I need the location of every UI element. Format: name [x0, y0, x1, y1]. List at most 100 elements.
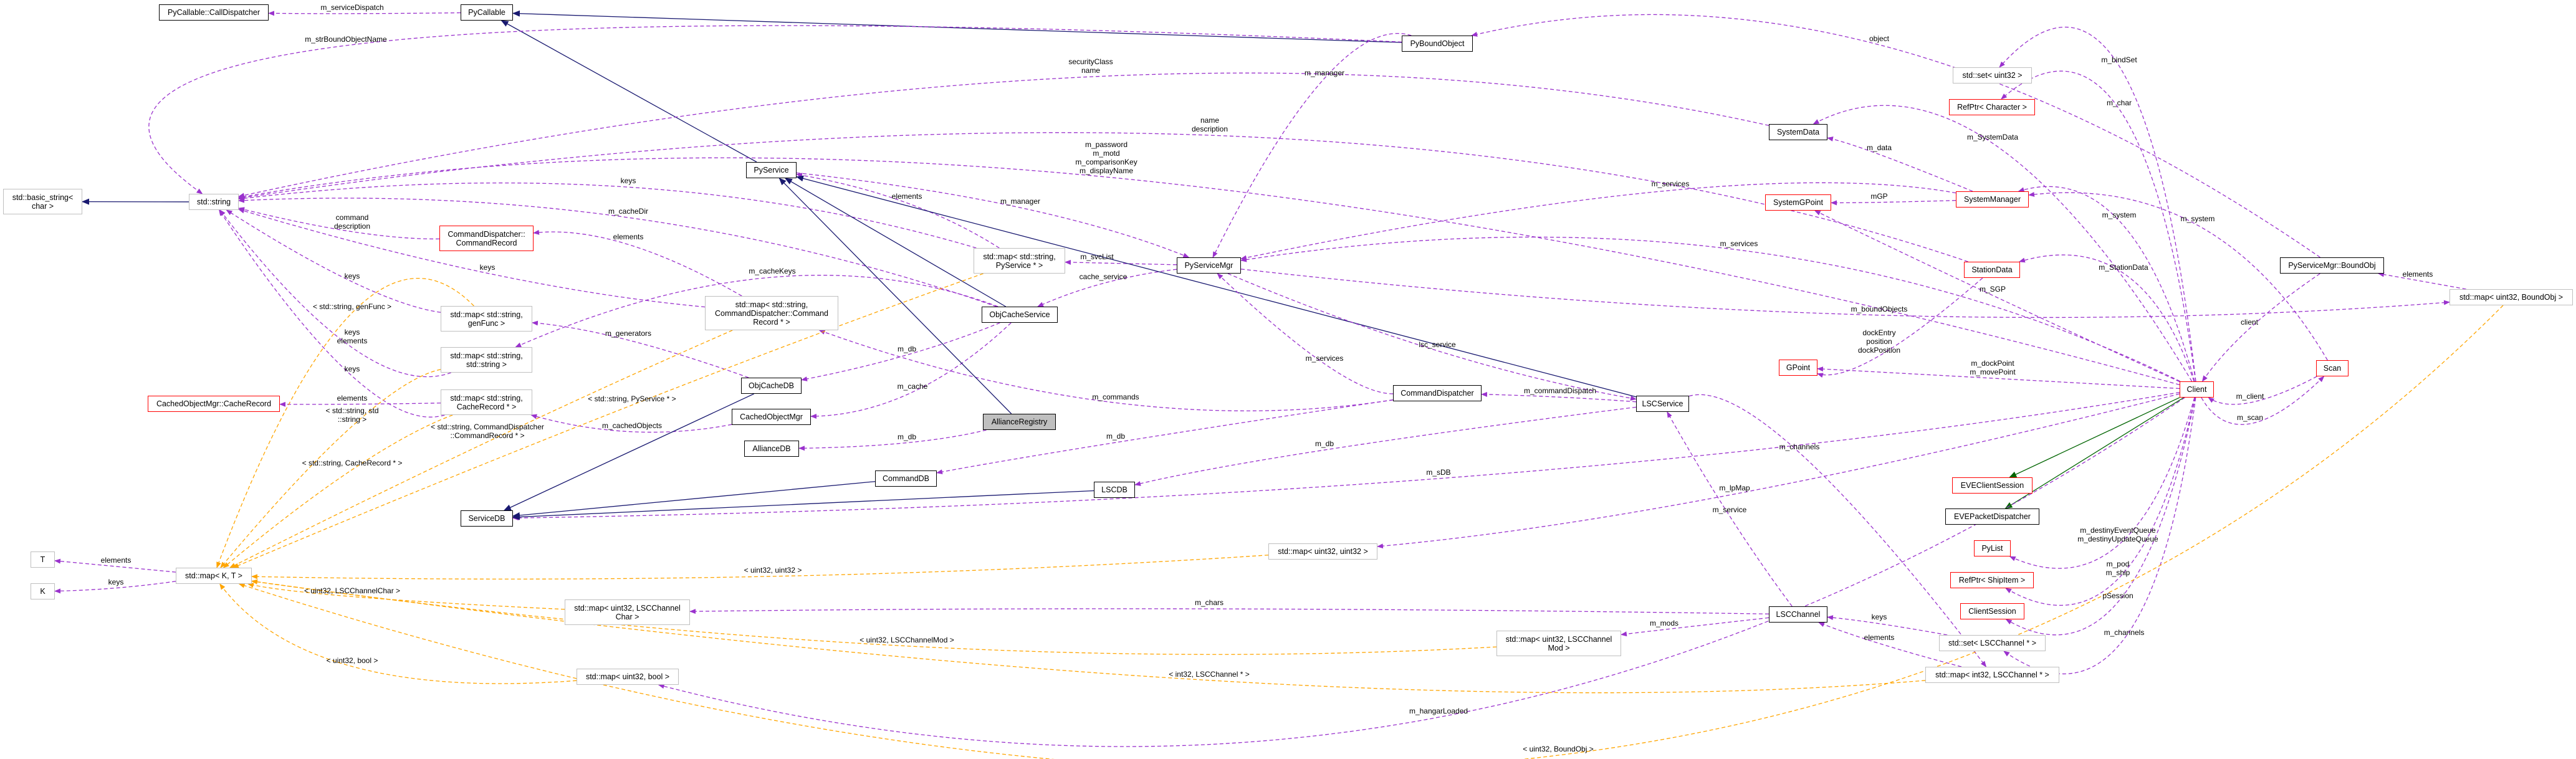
usage-edge [818, 330, 1394, 411]
class-node-cmd-record[interactable]: CommandDispatcher:: CommandRecord [439, 226, 534, 251]
edge-label: m_services [1305, 354, 1344, 363]
edge-label: < std::string, genFunc > [312, 302, 392, 311]
inheritance-edge [778, 178, 1012, 414]
class-node-alliance-registry[interactable]: AllianceRegistry [983, 414, 1056, 430]
class-node-map-py-svc[interactable]: std::map< std::string, PyService * > [974, 248, 1065, 274]
edge-label: securityClass name [1068, 57, 1113, 75]
class-node-eve-client-session[interactable]: EVEClientSession [1952, 477, 2033, 494]
edge-label: keys [108, 578, 124, 586]
class-node-eve-packet-dispatcher[interactable]: EVEPacketDispatcher [1945, 508, 2039, 525]
usage-edge [1481, 391, 1637, 403]
class-node-command-dispatcher[interactable]: CommandDispatcher [1393, 385, 1482, 401]
class-node-py-callable[interactable]: PyCallable [461, 4, 513, 21]
class-node-lsc-d-b[interactable]: LSCDB [1094, 482, 1135, 498]
edge-label: m_cachedObjects [601, 421, 663, 430]
class-node-map-cache-rec[interactable]: std::map< std::string, CacheRecord * > [441, 389, 532, 415]
edge-label: elements [1864, 633, 1895, 642]
usage-edge [936, 399, 1394, 475]
class-node-py-bound-object[interactable]: PyBoundObject [1402, 36, 1473, 52]
edge-label: m_db [1314, 439, 1334, 448]
class-node-client-session[interactable]: ClientSession [1960, 603, 2024, 619]
class-node-basic-string[interactable]: std::basic_string< char > [3, 189, 82, 214]
usage-edge [512, 392, 2180, 521]
class-node-lsc-service[interactable]: LSCService [1636, 396, 1689, 412]
class-node-bound-obj[interactable]: PyServiceMgr::BoundObj [2280, 257, 2384, 274]
edge-label: mGP [1870, 192, 1888, 201]
class-node-py-list[interactable]: PyList [1974, 540, 2011, 556]
template-edge [216, 277, 474, 568]
class-node-map-str-str[interactable]: std::map< std::string, std::string > [441, 347, 532, 373]
class-node-alliance-d-b[interactable]: AllianceDB [744, 441, 799, 457]
class-node-system-g-point[interactable]: SystemGPoint [1765, 194, 1831, 211]
class-node-map-gen-func[interactable]: std::map< std::string, genFunc > [441, 306, 532, 332]
class-node-command-d-b[interactable]: CommandDB [875, 470, 937, 487]
usage-edge [219, 209, 451, 378]
usage-edge [533, 229, 742, 297]
usage-edge [238, 182, 977, 249]
class-node-map-l-s-c[interactable]: std::map< int32, LSCChannel * > [1925, 667, 2059, 683]
usage-edge [226, 209, 441, 313]
usage-edge [1134, 406, 1637, 486]
usage-edge [515, 275, 998, 348]
inheritance-edge [503, 393, 754, 511]
class-node-map-l-s-c-char[interactable]: std::map< uint32, LSCChannel Char > [565, 599, 690, 625]
inheritance-edge [500, 20, 757, 163]
class-node-set-l-s-c[interactable]: std::set< LSCChannel * > [1939, 635, 2046, 651]
usage-edge [796, 173, 1000, 249]
class-node-set-u32[interactable]: std::set< uint32 > [1953, 67, 2032, 84]
usage-edge [1812, 105, 2193, 382]
class-node-system-data[interactable]: SystemData [1769, 124, 1827, 140]
inheritance-edge [784, 178, 1006, 307]
edge-label: m_data [1866, 143, 1892, 152]
class-node-call-dispatcher[interactable]: PyCallable::CallDispatcher [159, 4, 269, 21]
class-node-py-service-mgr[interactable]: PyServiceMgr [1177, 257, 1241, 274]
edge-label: m_mods [1649, 619, 1679, 628]
inheritance-edge [512, 481, 876, 518]
usage-edge [1827, 615, 1948, 636]
class-node-map-bool[interactable]: std::map< uint32, bool > [577, 669, 679, 685]
usage-edge [268, 11, 461, 16]
edge-label: m_channels [2104, 628, 2145, 637]
class-node-std-string[interactable]: std::string [189, 194, 239, 210]
class-node-ref-ship[interactable]: RefPtr< ShipItem > [1950, 572, 2034, 588]
edge-label: < uint32, LSCChannelMod > [859, 636, 954, 644]
class-node--t[interactable]: T [31, 551, 55, 568]
inheritance-edge [512, 10, 1402, 43]
class-node--k[interactable]: K [31, 583, 55, 599]
class-node-station-data[interactable]: StationData [1964, 262, 2020, 278]
usage-edge [2201, 376, 2325, 425]
class-node-map-bound-obj[interactable]: std::map< uint32, BoundObj > [2449, 289, 2573, 305]
class-node-system-manager[interactable]: SystemManager [1956, 191, 2029, 208]
class-node-map-l-s-c-mod[interactable]: std::map< uint32, LSCChannel Mod > [1496, 631, 1621, 656]
usage-edge [238, 132, 1968, 262]
class-node-cached-obj-mgr[interactable]: CachedObjectMgr [732, 409, 811, 425]
usage-edge [1999, 26, 2196, 382]
usage-edge [1667, 411, 1793, 607]
class-node-cache-record[interactable]: CachedObjectMgr::CacheRecord [148, 396, 280, 412]
edge-label: m_system [2102, 211, 2137, 219]
edge-label: < std::string, std ::string > [325, 406, 379, 424]
class-node-service-d-b[interactable]: ServiceDB [461, 510, 513, 527]
edge-label: m_cacheDir [608, 207, 649, 216]
edge-label: keys [620, 176, 636, 185]
class-node-map-cmd-rec[interactable]: std::map< std::string, CommandDispatcher… [705, 296, 838, 330]
class-node-g-point[interactable]: GPoint [1779, 360, 1817, 376]
edge-label: m_StationData [2099, 263, 2148, 272]
template-edge [220, 369, 441, 568]
class-node-obj-cache-service[interactable]: ObjCacheService [982, 307, 1058, 323]
class-node-lsc-channel[interactable]: LSCChannel [1769, 606, 1827, 623]
class-node-obj-cache-d-b[interactable]: ObjCacheDB [741, 378, 802, 394]
usage-edge [1814, 210, 2180, 383]
edge-label: m_system [2180, 214, 2215, 223]
template-edge [251, 579, 1497, 655]
class-node-scan[interactable]: Scan [2316, 360, 2349, 376]
usage-edge [2208, 376, 2317, 405]
edge-label: m_strBoundObjectName [305, 35, 387, 44]
class-node-py-service[interactable]: PyService [746, 162, 797, 178]
class-node-map-k-t[interactable]: std::map< K, T > [176, 568, 252, 584]
class-node-ref-char[interactable]: RefPtr< Character > [1949, 99, 2035, 115]
edge-label: m_lpMap [1719, 484, 1750, 492]
class-node-client[interactable]: Client [2180, 381, 2214, 398]
class-node-map-u32-u32[interactable]: std::map< uint32, uint32 > [1268, 543, 1377, 560]
